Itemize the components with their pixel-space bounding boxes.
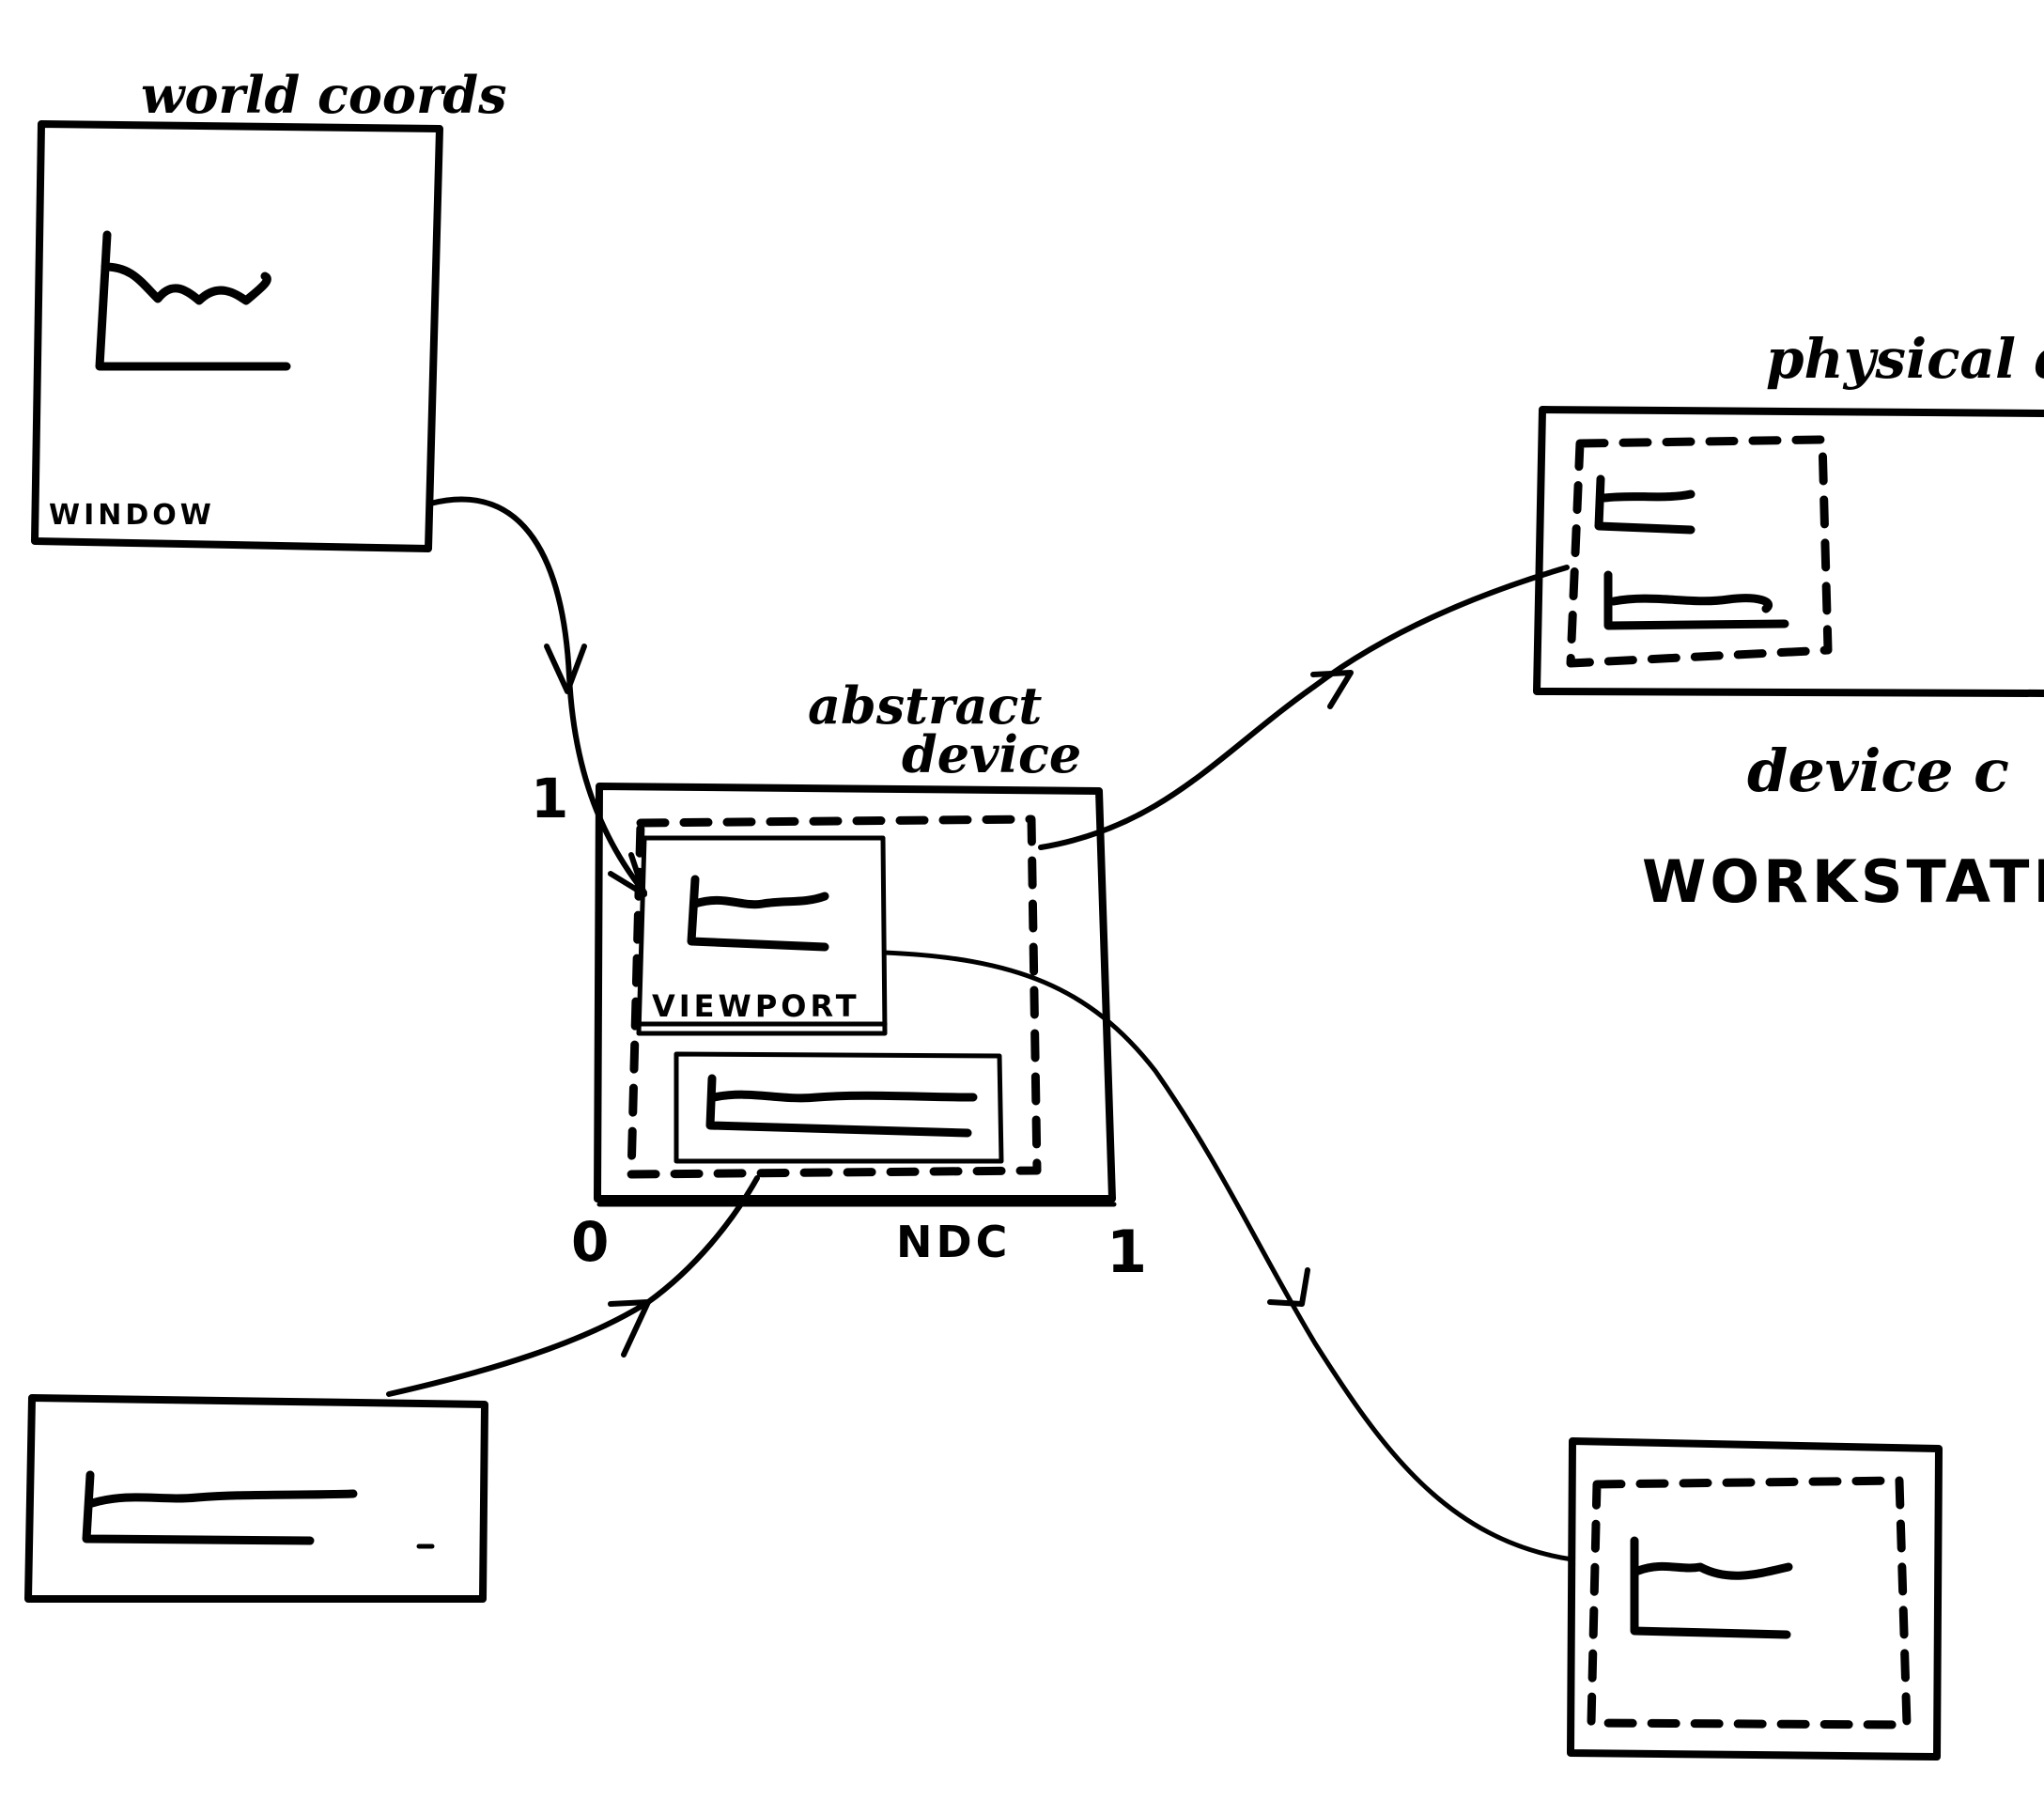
arrowhead-secondary-to-ndc [608, 1299, 651, 1357]
ndc-frame [594, 783, 1116, 1202]
arrowhead-window-to-viewport [544, 644, 587, 694]
world-window-axes [95, 230, 291, 371]
lower-viewport-curve [709, 1090, 978, 1103]
physical-workstation-viewport-dashed [1566, 435, 1833, 668]
viewport-frame [636, 835, 888, 1036]
viewport-curve [690, 892, 829, 909]
ndc-y-max-label: 1 [531, 767, 568, 830]
physical-top-graph-curve [1600, 489, 1696, 503]
viewport-label: VIEWPORT [652, 988, 860, 1024]
ndc-origin-label: 0 [571, 1210, 609, 1274]
abstract-device: abstract device VIEWPORT 1 0 NDC 1 [531, 675, 1147, 1286]
secondary-window-curve [87, 1489, 358, 1508]
physical-label: physical d [1766, 327, 2044, 391]
arrow-viewport-to-physical-bottom [882, 950, 1575, 1562]
second-device-viewport-dashed [1587, 1476, 1912, 1730]
device-coords-label: device c [1747, 737, 2009, 805]
arrowhead-ndc-to-physical-top [1310, 670, 1354, 709]
physical-top-graph-axes [1594, 474, 1696, 535]
arrowhead-viewport-to-physical-bottom [1267, 1267, 1310, 1307]
workstation-label: WORKSTATI [1642, 847, 2044, 916]
abstract-label-line2: device [902, 724, 1081, 784]
arrowhead-window-to-viewport-end [608, 852, 647, 897]
secondary-window [24, 1394, 488, 1603]
world-window-frame [31, 120, 443, 552]
arrow-window-to-viewport [427, 496, 647, 895]
second-device-graph-curve [1634, 1561, 1793, 1580]
physical-device-frame [1533, 406, 2044, 697]
arrow-secondary-to-ndc [386, 1175, 760, 1397]
world-coords-label: world coords [141, 65, 507, 125]
transformation-arrows [386, 496, 1575, 1562]
second-device-graph-axes [1630, 1536, 1791, 1639]
physical-bottom-graph-axes [1603, 570, 1789, 630]
physical-device-top: physical d device c WORKSTATI [1533, 327, 2044, 916]
secondary-window-frame [24, 1394, 488, 1603]
abstract-label-line1: abstract [808, 675, 1042, 736]
ndc-x-max-label: 1 [1107, 1218, 1147, 1286]
world-window-curve [101, 262, 271, 305]
viewport-axes [687, 875, 829, 952]
physical-device-bottom [1567, 1437, 1943, 1761]
ndc-workstation-window-dashed [627, 814, 1042, 1179]
lower-viewport-frame [674, 1051, 1004, 1164]
physical-bottom-graph-curve [1609, 594, 1773, 613]
lower-viewport-axes [705, 1074, 972, 1138]
ndc-label: NDC [896, 1217, 1011, 1267]
arrow-ndc-to-physical-top [1038, 565, 1570, 850]
second-device-frame [1567, 1437, 1943, 1761]
window-label: WINDOW [49, 499, 215, 532]
world-window: world coords WINDOW [31, 65, 507, 552]
secondary-window-axes [82, 1470, 315, 1545]
